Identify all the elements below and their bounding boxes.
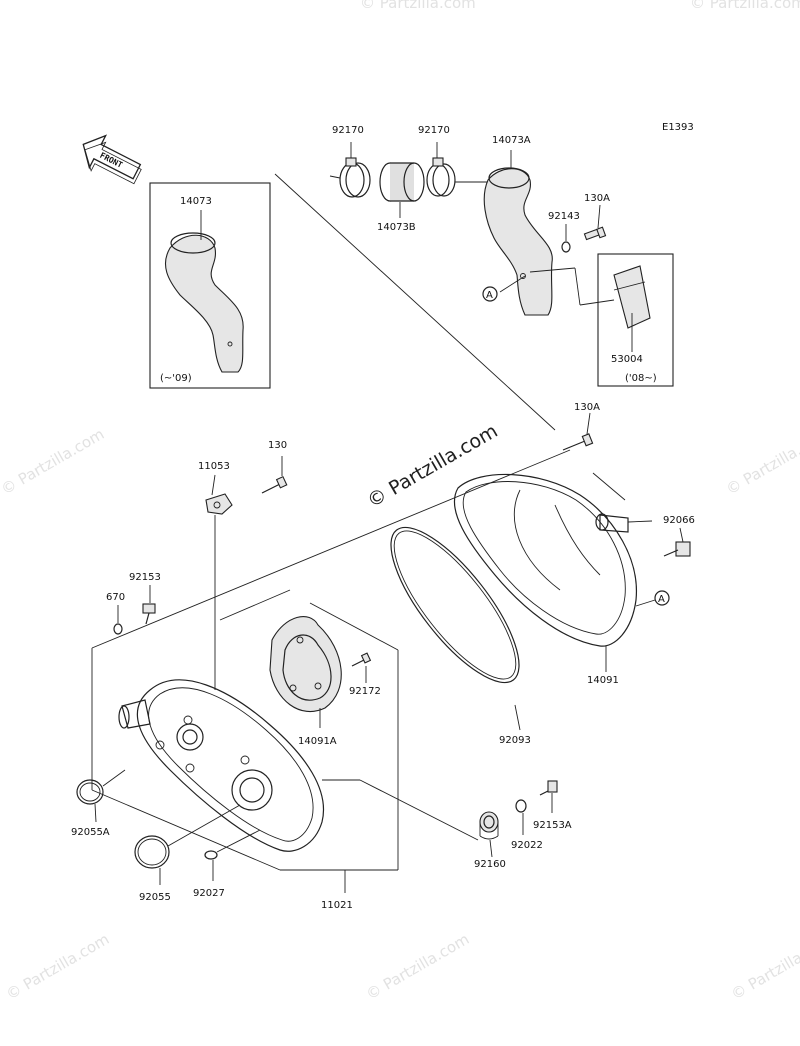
heat-shield-part — [613, 265, 651, 329]
watermark-text: © Partzilla.com — [728, 930, 800, 1003]
plug-92066 — [663, 527, 691, 557]
part-label-92022: 92022 — [511, 840, 543, 851]
part-label-14073A: 14073A — [492, 135, 531, 146]
bolt-130A-mid — [562, 412, 594, 451]
bolt-130 — [261, 456, 288, 494]
part-label-92066: 92066 — [663, 515, 695, 526]
reference-lines — [91, 173, 571, 871]
clamp-left — [329, 142, 371, 198]
inset-note-early: (~'09) — [160, 373, 192, 384]
washer-92143 — [561, 224, 571, 253]
intake-duct-part — [165, 234, 244, 373]
part-label-92153A: 92153A — [533, 820, 572, 831]
part-label-92153: 92153 — [129, 572, 161, 583]
part-label-92170-left: 92170 — [332, 125, 364, 136]
inset-box-early: 14073 (~'09) — [149, 182, 271, 389]
watermark-text: © Partzilla.com — [3, 930, 112, 1003]
watermark-text: © Partzilla.com — [363, 930, 472, 1003]
bolt-92153A — [539, 780, 558, 813]
inset-note-late: ('08~) — [625, 373, 657, 384]
watermark-layer: © Partzilla.com © Partzilla.com © Partzi… — [0, 0, 800, 1003]
bolt-130A-top — [583, 204, 607, 241]
air-guide-14091A — [269, 616, 342, 728]
connector-sleeve — [379, 162, 425, 218]
svg-text:A: A — [658, 594, 665, 605]
part-label-130: 130 — [268, 440, 287, 451]
part-label-11021: 11021 — [321, 900, 353, 911]
watermark-text: © Partzilla.com — [0, 425, 107, 498]
part-label-130A-mid: 130A — [574, 402, 600, 413]
reference-marker-a: A — [635, 590, 670, 607]
intake-duct-14073A — [483, 150, 615, 316]
front-arrow-icon: FRONT — [82, 134, 142, 185]
part-label-14091A: 14091A — [298, 736, 337, 747]
part-label-92172: 92172 — [349, 686, 381, 697]
gasket-92093 — [390, 526, 521, 731]
part-label-92170-right: 92170 — [418, 125, 450, 136]
inset-box-late: 53004 ('08~) — [597, 253, 674, 387]
part-label-14091: 14091 — [587, 675, 619, 686]
inner-cover-11021 — [118, 679, 479, 893]
part-label-92160: 92160 — [474, 859, 506, 870]
watermark-text: © Partzilla.com — [360, 0, 476, 12]
reference-marker-a: A — [482, 286, 498, 302]
part-label-92027: 92027 — [193, 888, 225, 899]
bolt-92153 — [142, 585, 156, 625]
clamp-right — [426, 142, 488, 197]
svg-text:A: A — [486, 290, 493, 301]
bracket-11053 — [205, 474, 233, 690]
o-ring-92055 — [134, 804, 241, 885]
part-label-92055: 92055 — [139, 892, 171, 903]
o-ring-92055A — [76, 769, 126, 823]
part-label-670: 670 — [106, 592, 125, 603]
part-label-92093: 92093 — [499, 735, 531, 746]
watermark-text: © Partzilla.com — [723, 425, 800, 498]
part-label-130A-top: 130A — [584, 193, 610, 204]
washer-92027 — [204, 829, 261, 881]
part-label-11053: 11053 — [198, 461, 230, 472]
outer-cover-14091 — [453, 472, 653, 672]
diagram-code: E1393 — [662, 122, 694, 133]
part-label-14073: 14073 — [180, 196, 212, 207]
part-label-92143: 92143 — [548, 211, 580, 222]
part-label-14073B: 14073B — [377, 222, 416, 233]
washer-92022 — [515, 799, 527, 835]
o-ring-670 — [113, 605, 123, 635]
part-label-53004: 53004 — [611, 354, 643, 365]
watermark-center: © Partzilla.com — [364, 420, 502, 512]
bolt-92172 — [351, 652, 372, 683]
watermark-text: © Partzilla.com — [690, 0, 800, 12]
part-label-92055A: 92055A — [71, 827, 110, 838]
plug-92160 — [479, 811, 499, 858]
